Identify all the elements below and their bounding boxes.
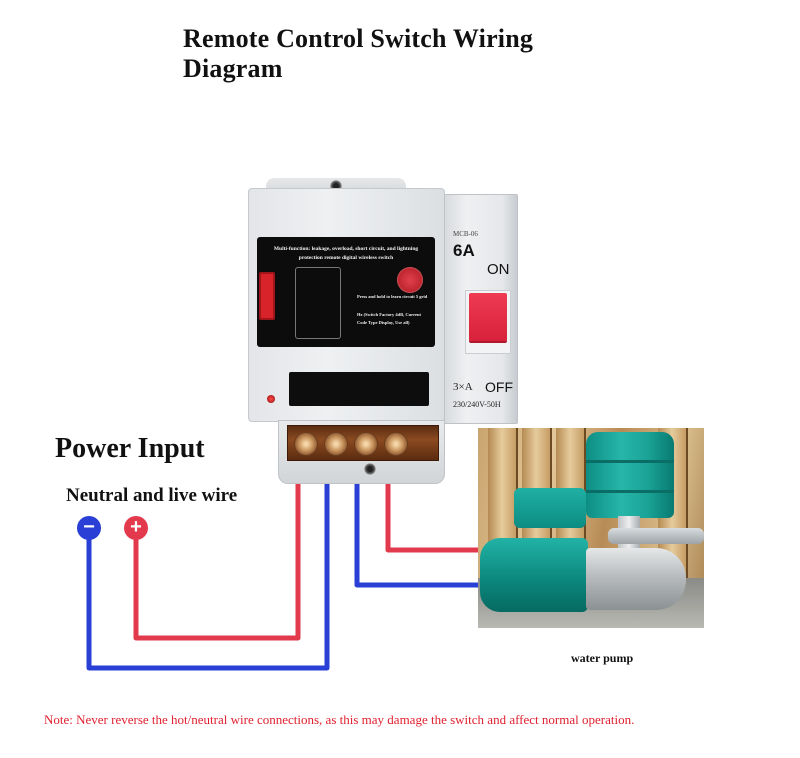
- terminal-screw-icon: [294, 432, 318, 456]
- device-function-text: Multi-function: leakage, overload, short…: [273, 246, 419, 261]
- status-led-icon: [267, 395, 275, 403]
- neutral-live-label: Neutral and live wire: [66, 485, 238, 506]
- terminal-screw-icon: [324, 432, 348, 456]
- water-pump-image: [478, 428, 704, 628]
- breaker-off-label: OFF: [485, 379, 513, 395]
- remote-control-switch: Multi-function: leakage, overload, short…: [248, 178, 520, 490]
- warning-note: Note: Never reverse the hot/neutral wire…: [44, 712, 635, 727]
- breaker-rating: 6A: [453, 241, 475, 260]
- pump-housing: [586, 548, 686, 610]
- tank-band: [586, 460, 674, 463]
- circuit-breaker: MCB-06 6A ON 3×A OFF 230/240V-50H: [444, 194, 518, 424]
- terminal-screw-icon: [354, 432, 378, 456]
- breaker-on-label: ON: [487, 261, 510, 278]
- breaker-voltage: 230/240V-50H: [453, 400, 501, 409]
- power-input-heading: Power Input: [55, 433, 205, 464]
- breaker-poles: 3×A: [453, 381, 473, 393]
- device-body: Multi-function: leakage, overload, short…: [248, 188, 445, 422]
- device-red-indicator: [259, 272, 275, 320]
- neutral-input-wire: [86, 440, 330, 671]
- pressure-tank: [586, 432, 674, 518]
- water-pump-label: water pump: [571, 651, 634, 665]
- tank-band: [586, 490, 674, 493]
- neutral-output-wire: [354, 440, 480, 588]
- device-label-panel: Multi-function: leakage, overload, short…: [257, 237, 435, 347]
- pump-pipe: [608, 528, 704, 544]
- terminal-plate: [278, 420, 445, 484]
- device-display-window: [289, 372, 429, 406]
- brand-seal-icon: [397, 267, 423, 293]
- pump-motor: [480, 538, 588, 612]
- breaker-model: MCB-06: [453, 230, 478, 238]
- pump-controller-box: [514, 488, 586, 528]
- terminal-screw-icon: [384, 432, 408, 456]
- live-input-wire: [133, 440, 301, 641]
- device-spec-text: Hz (Switch Factory 4dB, Current Code Typ…: [357, 312, 422, 325]
- mount-hole-icon: [364, 463, 376, 475]
- terminal-block: [287, 425, 439, 461]
- lcd-outline-icon: [295, 267, 341, 339]
- negative-terminal-icon: −: [77, 516, 101, 540]
- positive-terminal-icon: +: [124, 516, 148, 540]
- device-learn-text: Press and hold to learn circuit 5 grid: [357, 294, 428, 299]
- breaker-toggle[interactable]: [469, 293, 507, 341]
